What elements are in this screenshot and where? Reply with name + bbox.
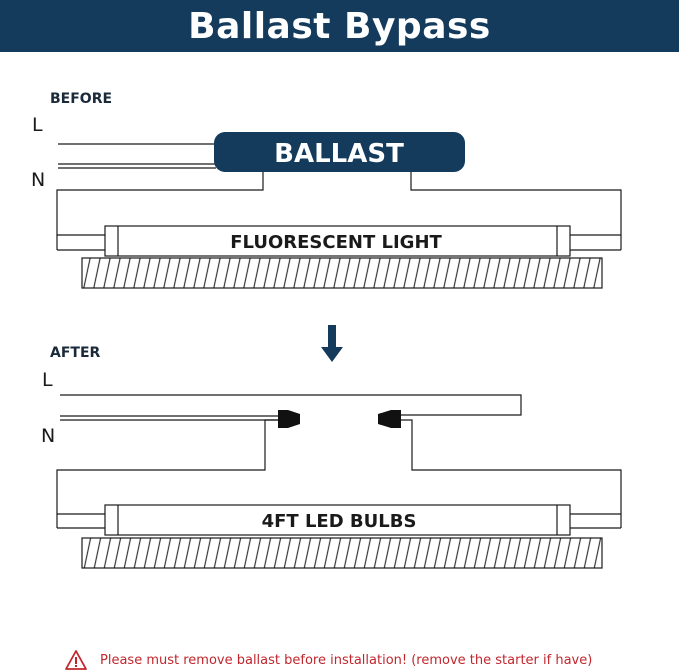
fluorescent-tube-label: FLUORESCENT LIGHT [230,232,442,253]
before-label: BEFORE [50,91,112,107]
before-line-label: L [32,114,43,136]
led-tube-label: 4FT LED BULBS [262,511,417,532]
after-label: AFTER [50,345,101,361]
page-title: Ballast Bypass [188,5,491,47]
after-wires [56,394,622,529]
warning-text: Please must remove ballast before instal… [100,652,593,668]
fluorescent-tube: FLUORESCENT LIGHT [104,225,571,257]
after-line-label: L [42,369,53,391]
header-banner: Ballast Bypass [0,0,679,52]
led-tube: 4FT LED BULBS [104,504,571,536]
down-arrow-icon [321,325,343,362]
before-wires [56,143,622,251]
after-neutral-label: N [41,425,55,447]
before-neutral-label: N [31,169,45,191]
wiring-diagram: BEFORE L N BALLAST FLUORESCENT LIGHT [31,91,622,569]
wire-connector-left [278,410,300,428]
wire-connector-right [378,410,401,428]
ballast-box: BALLAST [214,132,465,172]
warning-notice: Please must remove ballast before instal… [64,648,592,672]
warning-triangle-icon [65,650,87,670]
before-fixture [81,257,603,289]
after-fixture [81,537,603,569]
ballast-label: BALLAST [274,139,404,169]
